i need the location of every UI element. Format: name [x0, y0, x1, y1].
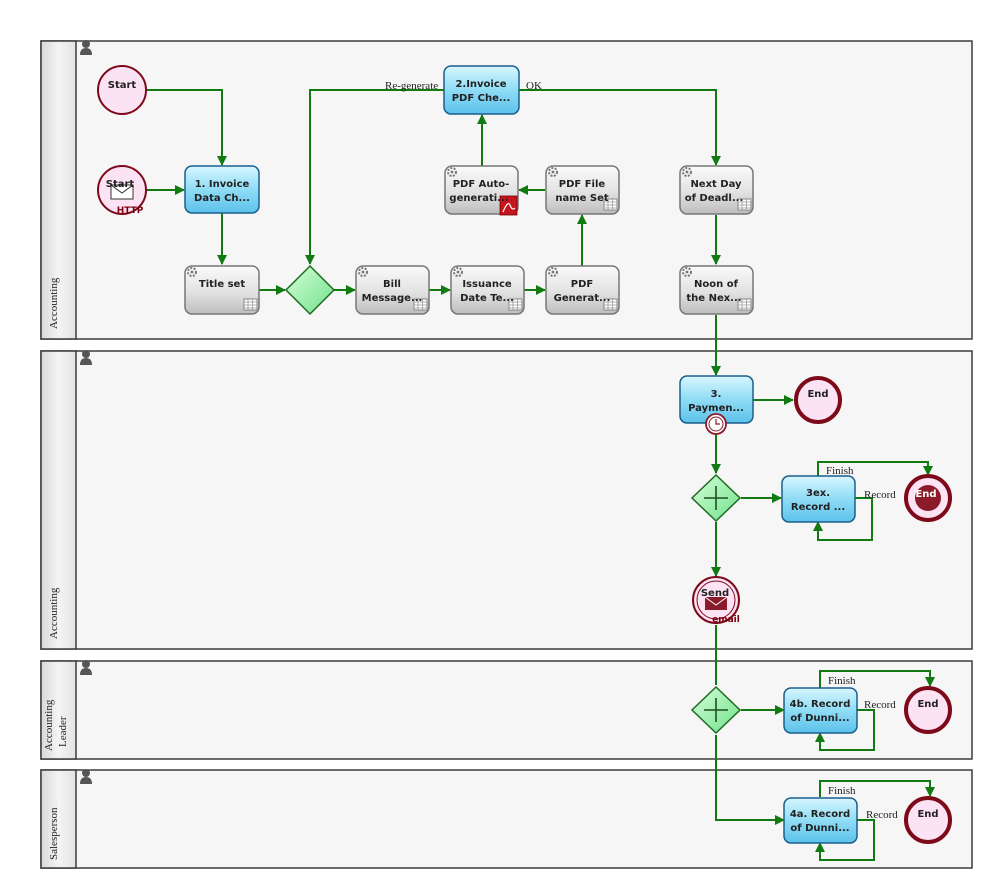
- send-email-event[interactable]: Send email: [692, 576, 740, 625]
- envelope-icon: [704, 596, 728, 610]
- clock-icon: [705, 413, 727, 435]
- task-bill-message[interactable]: Bill Message...: [355, 265, 430, 315]
- task-pdf-generate[interactable]: PDF Generat...: [545, 265, 620, 315]
- edge-label-finish: Finish: [828, 675, 856, 687]
- node-label: End: [917, 809, 938, 820]
- node-label: Send: [701, 588, 729, 599]
- lane-title: Accounting: [48, 587, 60, 639]
- node-label-line1: PDF: [571, 279, 593, 290]
- node-label-line1: PDF File: [559, 179, 606, 190]
- node-label-line1: 4a. Record: [790, 809, 850, 820]
- node-label-line1: Issuance: [462, 279, 512, 290]
- task-record-of-dunning-4b[interactable]: 4b. Record of Dunni...: [783, 687, 858, 734]
- node-label-line2: of Deadl...: [685, 193, 744, 204]
- end-event[interactable]: End: [904, 796, 952, 844]
- node-label-line2: Date Te...: [460, 293, 514, 304]
- node-label-line1: 3.: [711, 389, 722, 400]
- node-label-line2: name Set: [555, 193, 609, 204]
- node-label-line2: of Dunni...: [790, 713, 849, 724]
- node-label-line2: the Nex...: [686, 293, 741, 304]
- task-invoice-data-check[interactable]: 1. Invoice Data Ch...: [184, 165, 260, 214]
- node-label: End: [915, 489, 936, 500]
- task-invoice-pdf-check[interactable]: 2.Invoice PDF Che...: [443, 65, 520, 115]
- edge-label-record: Record: [866, 809, 898, 821]
- exclusive-gateway[interactable]: [284, 264, 336, 316]
- node-label: End: [917, 699, 938, 710]
- end-event[interactable]: End: [794, 376, 842, 424]
- end-event[interactable]: End: [904, 686, 952, 734]
- lane-title: Salesperson: [48, 807, 60, 860]
- start-event[interactable]: Start: [97, 65, 147, 115]
- node-label-line1: 1. Invoice: [195, 179, 250, 190]
- edge-label-record: Record: [864, 489, 896, 501]
- node-label-line2: generati...: [449, 193, 508, 204]
- node-label-line1: 3ex.: [806, 488, 830, 499]
- node-label-line2: Message...: [362, 293, 423, 304]
- pdf-icon: [499, 195, 518, 216]
- task-payment[interactable]: 3. Paymen...: [679, 375, 754, 435]
- lane-title: Accounting: [48, 277, 60, 329]
- task-next-day-of-deadline[interactable]: Next Day of Deadl...: [679, 165, 754, 215]
- trigger-tag: email: [712, 615, 740, 625]
- sequence-flows: [146, 89, 935, 861]
- terminate-end-event[interactable]: End: [904, 474, 952, 522]
- trigger-tag: HTTP: [117, 206, 144, 216]
- node-label-line2: of Dunni...: [790, 823, 849, 834]
- edge-label-ok: OK: [526, 80, 542, 92]
- node-label: End: [807, 389, 828, 400]
- task-record-3ex[interactable]: 3ex. Record ...: [781, 475, 856, 523]
- edge-label-finish: Finish: [826, 465, 854, 477]
- node-label-line1: 4b. Record: [790, 699, 851, 710]
- task-pdf-auto-generation[interactable]: PDF Auto- generati...: [444, 165, 519, 216]
- task-pdf-file-name-set[interactable]: PDF File name Set: [545, 165, 620, 215]
- task-noon-of-the-next[interactable]: Noon of the Nex...: [679, 265, 754, 315]
- task-issuance-date[interactable]: Issuance Date Te...: [450, 265, 525, 315]
- start-http-event[interactable]: Start HTTP: [97, 165, 147, 216]
- node-label-line2: Record ...: [791, 502, 845, 513]
- node-label-line1: Noon of: [694, 279, 739, 290]
- lane-title-line2: Leader: [57, 716, 69, 747]
- node-label-line1: 2.Invoice: [455, 79, 506, 90]
- edge-label-finish: Finish: [828, 785, 856, 797]
- edge-label-record: Record: [864, 699, 896, 711]
- node-label: Title set: [199, 279, 245, 290]
- task-record-of-dunning-4a[interactable]: 4a. Record of Dunni...: [783, 797, 858, 844]
- node-label-line2: Generat...: [554, 293, 611, 304]
- node-label-line1: Bill: [383, 279, 401, 290]
- node-label: Start: [106, 179, 135, 190]
- parallel-gateway[interactable]: [690, 685, 742, 735]
- lane-title-line1: Accounting: [43, 699, 55, 751]
- node-label-line2: Paymen...: [688, 403, 744, 414]
- node-label-line2: PDF Che...: [452, 93, 511, 104]
- parallel-gateway[interactable]: [690, 473, 742, 523]
- node-label: Start: [108, 80, 137, 91]
- task-title-set[interactable]: Title set: [184, 265, 260, 315]
- node-label-line1: PDF Auto-: [453, 179, 510, 190]
- calendar-icon: [243, 298, 258, 311]
- edge-label-regenerate: Re-generate: [385, 80, 438, 92]
- node-label-line2: Data Ch...: [194, 193, 250, 204]
- node-label-line1: Next Day: [690, 179, 742, 190]
